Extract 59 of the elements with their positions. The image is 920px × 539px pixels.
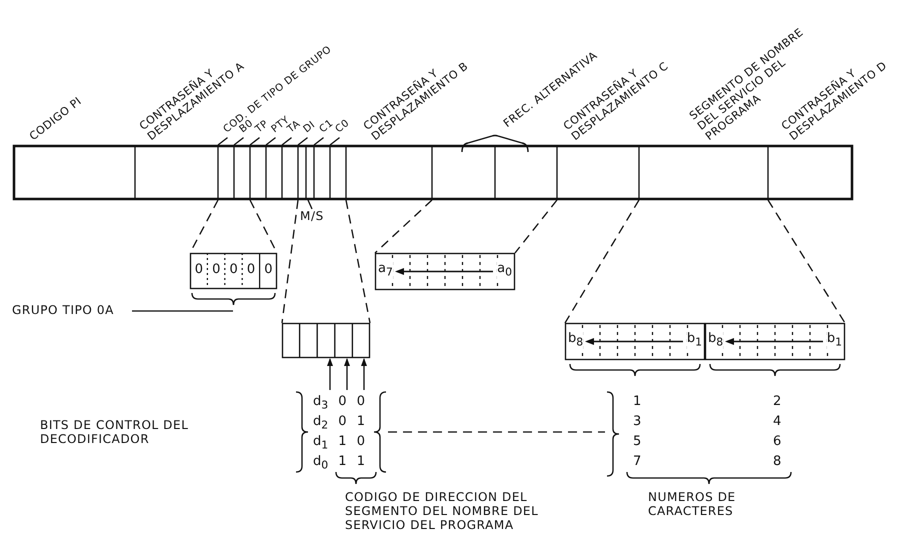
bit-pattern-row: d$_{0}$ 1 1 [313,454,365,472]
leader-line [307,200,313,210]
character-number: 2 [773,394,782,409]
bit-value: 0 [194,262,203,277]
character-number: 8 [773,454,782,469]
field-label: C0 [334,118,352,136]
projection-line [374,200,432,254]
bit-pattern-row: d$_{3}$ 0 0 [313,394,365,412]
leader-line [282,137,292,146]
bit-label: a$_{7}$ [378,261,393,279]
address-register [282,323,370,358]
character-number: 1 [633,394,642,409]
leader-line [132,310,233,312]
leader-line [250,137,260,146]
character-register [565,323,705,360]
field-label: M/S [300,209,324,223]
arrow [327,358,333,390]
character-number: 4 [773,414,782,429]
leader-line [218,137,228,146]
bit-label: b$_{8}$ [708,331,724,349]
control-bit-table [296,390,388,484]
arrow [361,358,367,390]
character-number: 6 [773,434,782,449]
projection-line [564,200,640,324]
bit-label: b$_{8}$ [568,331,584,349]
bit-value: 0 [264,262,273,277]
projection-line [388,431,605,433]
note-text: BITS DE CONTROL DEL DECODIFICADOR [40,418,190,446]
character-number: 5 [633,434,642,449]
bit-value: 0 [246,262,256,277]
projection-line [767,200,846,324]
character-number: 7 [633,454,642,469]
leader-line [314,137,324,146]
bit-label: b$_{1}$ [826,331,842,349]
field-label: C1 [318,118,336,136]
leader-line [298,137,308,146]
field-label: TA [286,118,304,136]
bit-pattern-row: d$_{1}$ 1 0 [313,434,365,452]
projection-line [514,200,558,254]
bit-stream-bar [13,145,853,200]
bit-value: 0 [230,262,238,277]
character-number: 3 [633,414,642,429]
arrow [344,358,350,390]
projection-line [345,200,371,324]
bit-label: a$_{0}$ [497,261,512,279]
note-text: GRUPO TIPO 0A [12,303,114,317]
note-text: CODIGO DE DIRECCION DEL SEGMENTO DEL NOMBRE DEL SERVICIO DEL PROGRAMA [345,490,540,532]
bit-label: b$_{1}$ [686,331,702,349]
field-label: DI [302,120,318,136]
leader-line [266,137,276,146]
field-label: TP [254,118,272,136]
frequency-register [375,253,515,290]
character-register [705,323,845,360]
projection-line [281,200,299,324]
bit-value: 0 [212,262,220,277]
bit-pattern-row: d$_{2}$ 0 1 [313,414,365,432]
leader-line [330,137,340,146]
leader-line [234,137,244,146]
note-text: NUMEROS DE CARACTERES [648,490,737,518]
